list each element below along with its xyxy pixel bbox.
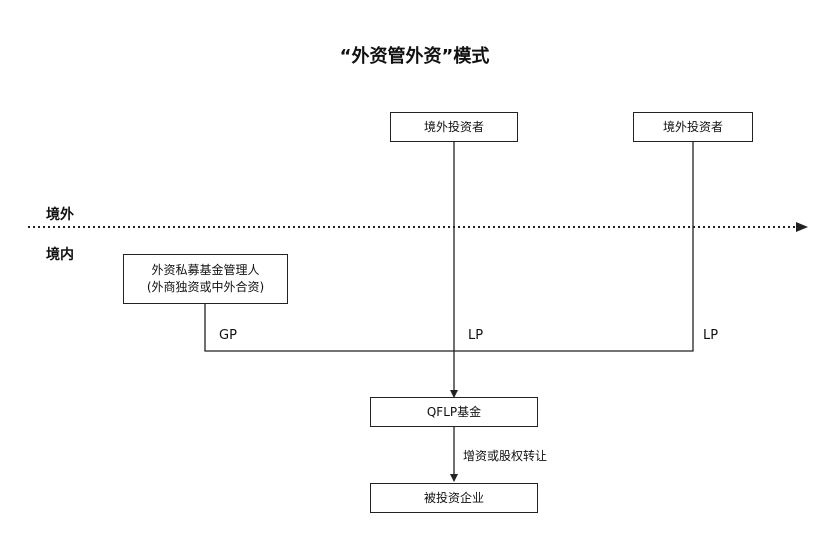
zone-label-outside: 境外 (46, 207, 74, 223)
edge-manager-gp (204, 303, 454, 352)
edge-label-lp-2: LP (703, 328, 719, 343)
edge-label-lp-1: LP (468, 328, 484, 343)
edge-label-capital-increase: 增资或股权转让 (463, 449, 548, 463)
edge-label-gp: GP (219, 328, 237, 343)
node-label: 境外投资者 (662, 119, 723, 134)
node-label: 被投资企业 (423, 490, 484, 505)
node-label-line1: 外资私募基金管理人 (151, 263, 260, 277)
node-qflp-fund: QFLP基金 (370, 397, 538, 427)
node-label: QFLP基金 (426, 404, 482, 419)
edge-investor2-lp (454, 141, 694, 352)
zone-label-inside: 境内 (46, 247, 74, 263)
node-foreign-pe-manager: 外资私募基金管理人 (外商独资或中外合资) (123, 254, 288, 304)
diagram-title: “外资管外资”模式 (339, 46, 490, 67)
node-invested-company: 被投资企业 (370, 483, 538, 513)
node-label-line2: (外商独资或中外合资) (146, 280, 265, 294)
node-label: 境外投资者 (423, 119, 484, 134)
node-overseas-investor-2: 境外投资者 (633, 112, 753, 142)
border-arrowhead (796, 222, 808, 232)
node-overseas-investor-1: 境外投资者 (390, 112, 518, 142)
